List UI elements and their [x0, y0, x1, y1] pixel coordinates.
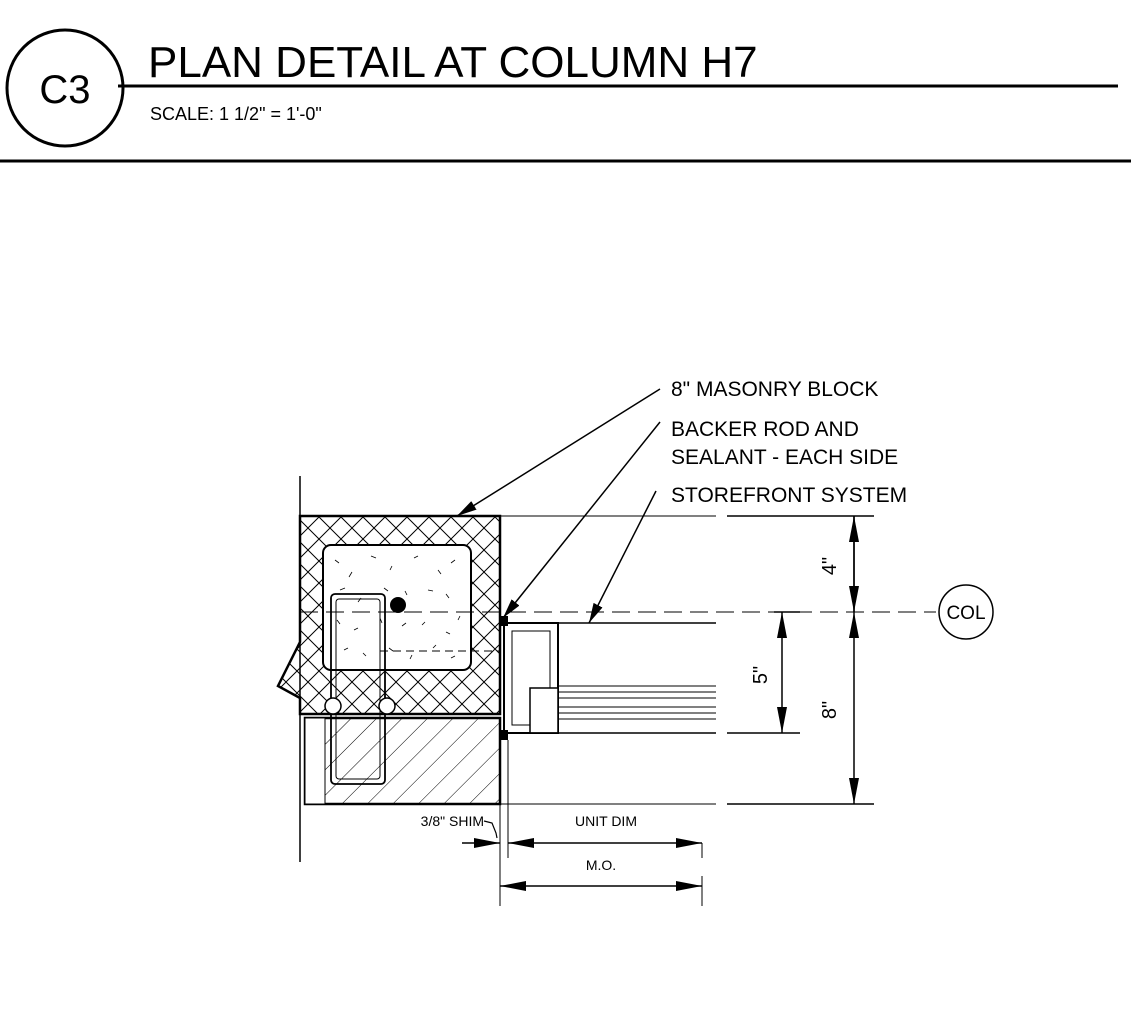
mo-label: M.O. — [586, 857, 616, 873]
tie-rebar — [330, 593, 386, 785]
shim-label: 3/8" SHIM — [421, 813, 484, 829]
glazing-stop — [529, 687, 559, 734]
detail-scale: SCALE: 1 1/2" = 1'-0" — [150, 104, 322, 124]
title-block: C3 PLAN DETAIL AT COLUMN H7 SCALE: 1 1/2… — [0, 28, 1131, 163]
storefront-callout: STOREFRONT SYSTEM — [671, 484, 907, 507]
masonry-leader — [456, 388, 661, 517]
backer-rod-leader — [502, 421, 661, 619]
backer-rod-callout-line1: BACKER ROD AND — [671, 418, 859, 441]
unit-dim-label: UNIT DIM — [575, 813, 637, 829]
storefront-system — [500, 616, 716, 740]
masonry-callout: 8" MASONRY BLOCK — [671, 378, 878, 401]
column-bubble-label: COL — [946, 603, 985, 624]
masonry-lower-edge — [304, 717, 326, 805]
sealant-bead — [500, 730, 508, 740]
tie-rebar-inner — [335, 598, 381, 780]
rebar-dot — [390, 597, 406, 613]
concrete-stipple — [334, 555, 461, 660]
dim-8-label: 8" — [819, 701, 841, 719]
detail-id: C3 — [39, 68, 90, 112]
dim-4-label: 4" — [819, 557, 841, 575]
masonry-lower — [303, 716, 502, 806]
dimensions: 4" 5" 8" UNIT DIM M.O. 3/8" SHIM — [421, 516, 859, 891]
storefront-leader — [588, 490, 657, 624]
masonry-wall — [276, 476, 502, 862]
dim-5-label: 5" — [750, 666, 772, 684]
tie-loop — [324, 697, 342, 715]
column-grid: COL — [300, 584, 994, 640]
tie-loop — [378, 697, 396, 715]
backer-rod-callout-line2: SEALANT - EACH SIDE — [671, 446, 898, 469]
detail-title: PLAN DETAIL AT COLUMN H7 — [148, 38, 758, 87]
detail-bubble — [5, 28, 125, 148]
shim-leader — [483, 820, 498, 839]
column-bubble — [938, 584, 994, 640]
sealant-bead — [500, 616, 508, 626]
callouts: 8" MASONRY BLOCK BACKER ROD AND SEALANT … — [456, 378, 907, 624]
